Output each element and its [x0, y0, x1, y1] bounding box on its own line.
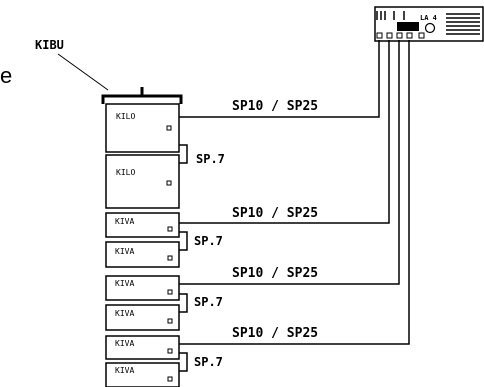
speaker-column: KILO KILO KIVA KIVA KIVA KIVA [105, 103, 180, 387]
speaker-label: KIVA [115, 217, 134, 226]
link-cable-label: SP.7 [194, 355, 223, 369]
speaker-connector-icon [167, 376, 173, 382]
speaker-connector-icon [166, 180, 172, 186]
speaker-label: KIVA [115, 247, 134, 256]
speaker-connector-icon [167, 226, 173, 232]
amplifier-model-label: LA 4 [420, 14, 437, 22]
amplifier-output-connectors [376, 32, 425, 39]
speaker-connector-icon [166, 125, 172, 131]
feed-cable [179, 40, 390, 224]
speaker-label: KIVA [115, 279, 134, 288]
fragment-text: e [0, 63, 12, 88]
speaker-cabinet: KILO [105, 154, 180, 209]
link-cables [179, 144, 188, 372]
feed-cables [179, 40, 410, 345]
speaker-label: KILO [116, 168, 135, 177]
speaker-cabinet: KIVA [105, 212, 180, 238]
feed-cable-label: SP10 / SP25 [232, 326, 318, 341]
kibu-label: KIBU [35, 38, 64, 52]
link-cable-label: SP.7 [194, 295, 223, 309]
feed-cable [179, 40, 410, 345]
speaker-label: KIVA [115, 309, 134, 318]
link-cable-label: SP.7 [194, 234, 223, 248]
speaker-cabinet: KILO [105, 103, 180, 153]
cable-labels: SP10 / SP25 SP10 / SP25 SP10 / SP25 SP10… [194, 99, 318, 369]
speaker-connector-icon [167, 348, 173, 354]
feed-cable-label: SP10 / SP25 [232, 99, 318, 114]
link-cable [179, 231, 188, 251]
amplifier-knob-icon [424, 22, 436, 34]
feed-cable [179, 40, 400, 285]
feed-cable [179, 40, 380, 118]
speaker-cabinet: KIVA [105, 275, 180, 301]
kibu-leader-line [57, 53, 109, 91]
rigging-bracket [101, 87, 183, 104]
speaker-cabinet: KIVA [105, 304, 180, 331]
link-cable-label: SP.7 [196, 152, 225, 166]
link-cable [179, 352, 188, 372]
speaker-label: KILO [116, 112, 135, 121]
feed-cable-label: SP10 / SP25 [232, 266, 318, 281]
speaker-cabinet: KIVA [105, 335, 180, 360]
speaker-label: KIVA [115, 339, 134, 348]
feed-cable-label: SP10 / SP25 [232, 206, 318, 221]
speaker-connector-icon [167, 318, 173, 324]
speaker-connector-icon [167, 255, 173, 261]
amplifier-display [397, 22, 419, 31]
amplifier: LA 4 [374, 6, 484, 42]
link-cable [179, 293, 188, 313]
amplifier-vent-grille [446, 13, 480, 35]
speaker-connector-icon [167, 289, 173, 295]
speaker-label: KIVA [115, 366, 134, 375]
speaker-cabinet: KIVA [105, 241, 180, 268]
speaker-cabinet: KIVA [105, 362, 180, 387]
link-cable [179, 144, 188, 164]
